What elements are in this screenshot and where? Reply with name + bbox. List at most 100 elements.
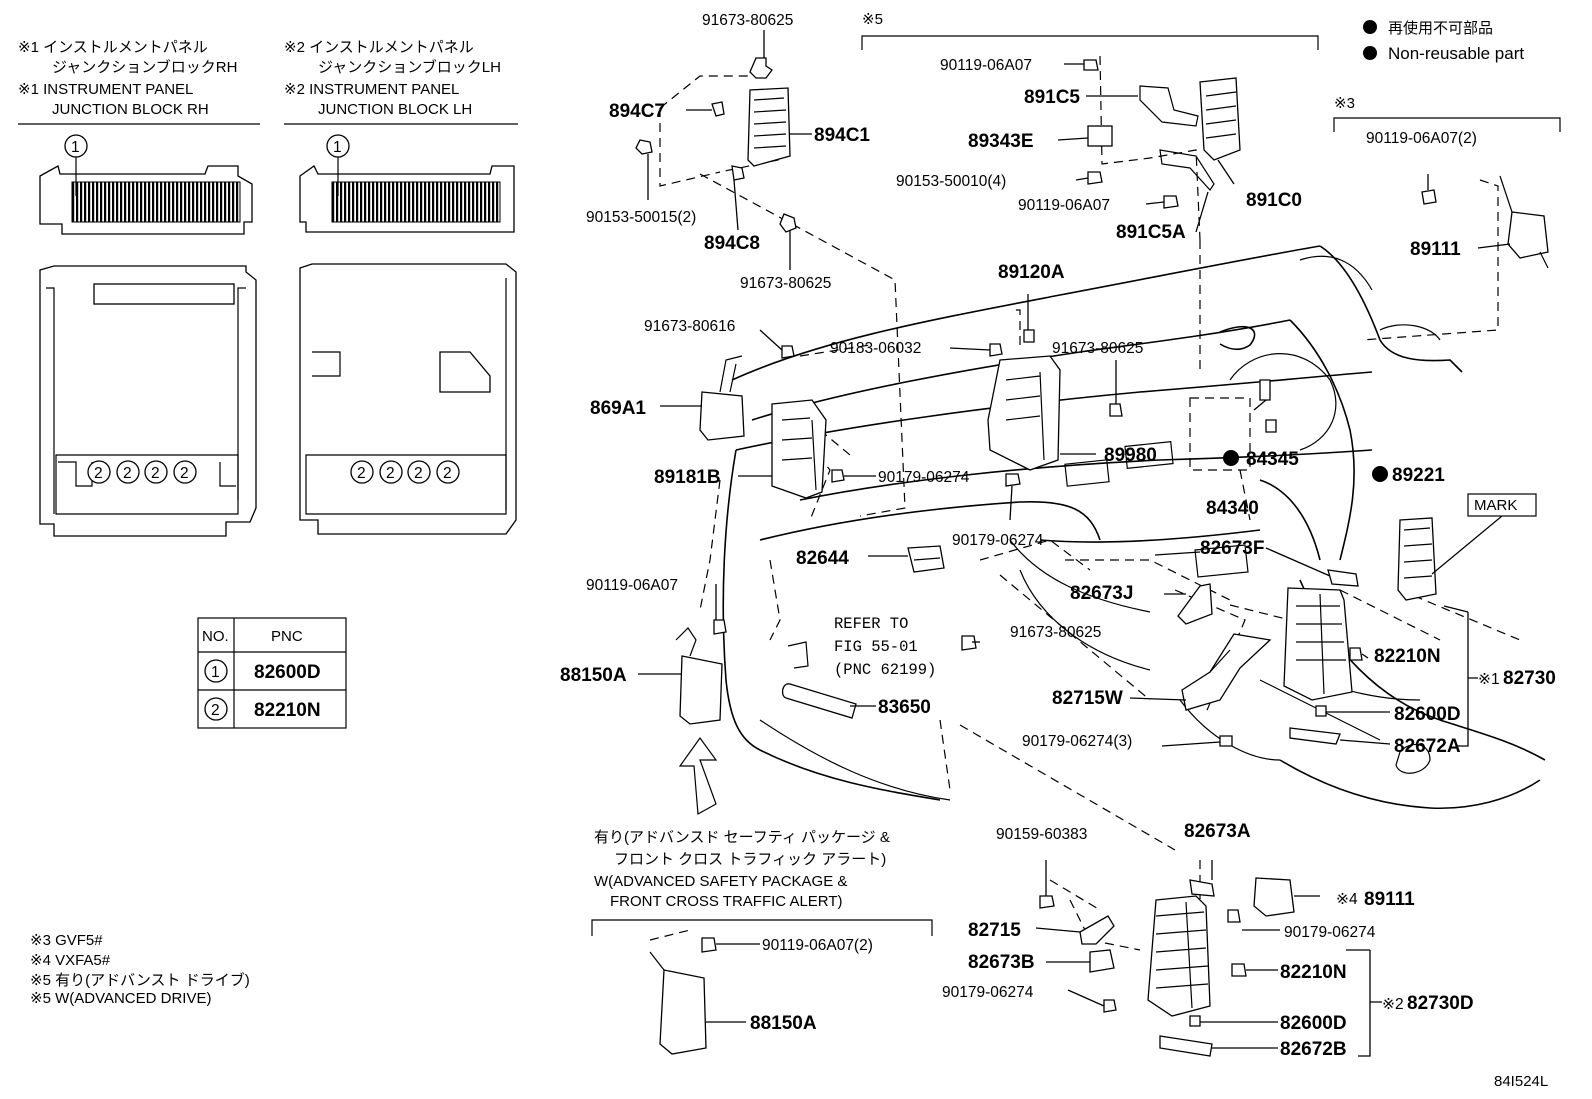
bracket-x5: ※5 [861,11,1319,50]
part-label: 82600D [1280,1013,1347,1034]
refer-line1: REFER TO [834,615,908,633]
clip-icon [1103,999,1117,1013]
part-label: 88150A [560,665,627,686]
svg-text:2: 2 [414,465,423,482]
svg-text:1: 1 [71,139,80,156]
legend-jp: 再使用不可部品 [1388,20,1493,37]
part-label: 894C1 [814,125,870,146]
non-reusable-bullet-icon [1363,46,1377,60]
part-label: 82210N [1280,962,1347,983]
part-label: 891C5 [1024,87,1080,108]
legend-en: Non-reusable part [1388,44,1524,63]
part-label: 90159-60383 [996,826,1087,843]
bolt-icon [961,635,977,651]
part-label: 91673-80625 [740,275,831,292]
part-label: 82715W [1052,688,1123,709]
svg-text:2: 2 [357,465,366,482]
connector-icon [1349,647,1363,661]
bolt-icon [1421,189,1437,205]
part-label: 82672A [1394,736,1461,757]
bolt-icon [779,213,797,233]
callout-2-icon [87,460,111,484]
footnotes: ※3 GVF5# ※4 VXFA5# ※5 有り(アドバンスト ドライブ) ※5… [30,932,250,1007]
part-label: 89343E [968,131,1034,152]
part-label: 90179-06274(3) [1022,733,1132,750]
safety-jp-line2: フロント クロス トラフィック アラート) [614,851,886,868]
bolt-icon [1109,403,1123,417]
junction-block-lh: ※2 インストルメントパネル ジャンクションブロックLH ※2 INSTRUME… [284,39,518,535]
callout-2-icon [144,460,168,484]
callout-2-icon [436,460,460,484]
footnote-2: ※4 VXFA5# [30,952,111,969]
part-label: 91673-80625 [1010,624,1101,641]
jb-rh-en-line2: JUNCTION BLOCK RH [52,101,209,118]
part-label: 91673-80616 [644,318,735,335]
pnc-header-pnc: PNC [271,628,303,645]
callout-2-icon [116,460,140,484]
part-label: 89221 [1392,465,1445,486]
svg-text:2: 2 [123,465,132,482]
part-label: 90119-06A07 [940,57,1032,74]
part-label: 82730D [1407,993,1474,1014]
jb-lh-en-line1: ※2 INSTRUMENT PANEL [284,81,459,98]
callout-1-icon [204,659,228,683]
part-label: 82673B [968,952,1035,973]
pnc-header-no: NO. [202,628,229,645]
part-label: 83650 [878,697,931,718]
clip-icon [1227,909,1241,923]
part-label: 82210N [1374,646,1441,667]
part-label: 90179-06274 [1284,924,1376,941]
svg-text:※5: ※5 [862,11,883,28]
bolt-icon [1087,171,1103,185]
svg-text:2: 2 [211,702,220,719]
non-reusable-bullet-icon [1363,20,1377,34]
bracket-safety-package: 有り(アドバンスド セーフティ パッケージ & フロント クロス トラフィック … [591,829,933,936]
svg-text:1: 1 [211,664,220,681]
part-label: 84345 [1246,449,1299,470]
bolt-icon [635,139,653,155]
bracket-x3: ※3 [1333,95,1561,132]
part-label: 90179-06274 [952,532,1044,549]
pnc-row-2-value: 82210N [254,700,321,721]
callout-2-group: 2 2 2 2 [87,460,197,484]
svg-text:2: 2 [386,465,395,482]
part-label: 82673F [1200,538,1264,559]
part-label: 88150A [750,1013,817,1034]
part-label: 89181B [654,467,721,488]
part-shapes [635,57,1549,1057]
part-label: 89980 [1104,445,1157,466]
part-label: 91673-80625 [1052,340,1143,357]
non-reusable-bullet-icon [1372,466,1388,482]
clip-icon [831,469,845,483]
jb-rh-jp-line1: ※1 インストルメントパネル [18,39,208,56]
pnc-row-1-value: 82600D [254,662,321,683]
part-label: 84340 [1206,498,1259,519]
part-label: 82600D [1394,704,1461,725]
part-label: 90183-06032 [830,340,921,357]
part-label: 89111 [1410,239,1461,260]
safety-jp-line1: 有り(アドバンスド セーフティ パッケージ & [594,829,890,846]
svg-text:2: 2 [443,465,452,482]
part-label: 891C0 [1246,190,1302,211]
svg-text:※2: ※2 [1382,996,1404,1013]
svg-text:2: 2 [94,465,103,482]
jb-rh-en-line1: ※1 INSTRUMENT PANEL [18,81,193,98]
part-label: 891C5A [1116,222,1186,243]
part-labels: 91673-80625 894C7 894C1 90153-50015(2) 8… [560,12,1556,1060]
svg-text:2: 2 [180,465,189,482]
bolt-icon [781,345,795,359]
bolt-icon [713,619,727,635]
part-label: 82673A [1184,821,1251,842]
callout-2-icon [204,697,228,721]
part-label: 90153-50010(4) [896,173,1006,190]
footnote-1: ※3 GVF5# [30,932,103,949]
refer-line2: FIG 55-01 [834,638,918,656]
bolt-icon [989,343,1003,357]
bolt-icon [1039,895,1055,909]
jb-lh-jp-line2: ジャンクションブロックLH [318,58,501,76]
safety-en-line2: FRONT CROSS TRAFFIC ALERT) [610,893,843,910]
pnc-table: NO. PNC 1 82600D 2 82210N [197,617,347,729]
up-arrow-icon [678,736,718,815]
refer-note: REFER TO FIG 55-01 (PNC 62199) [834,615,936,679]
